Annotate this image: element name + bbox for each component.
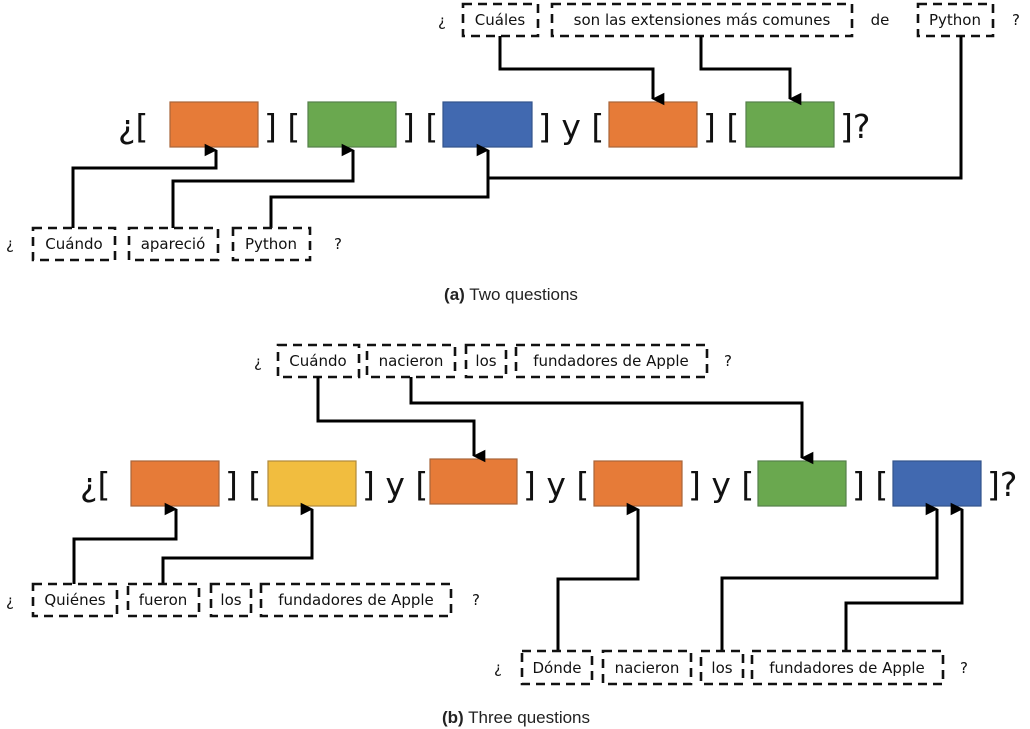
caption-a: (a) Two questions	[444, 285, 578, 304]
token-box	[464, 343, 508, 379]
template-b: ¿[ ] [ ] y [ ] y [ ] y [ ] [ ]?	[80, 458, 1017, 507]
arrow-python-top-to-slot	[488, 36, 963, 180]
arrow-donde-to-slot	[556, 502, 640, 651]
arrow-cuando-to-slot	[71, 143, 218, 228]
panel-b: ¿ Cuándo nacieron los fundadores de Appl…	[6, 343, 1017, 727]
token-nacieron: nacieron	[615, 659, 680, 677]
slot-orange	[169, 101, 259, 148]
question-a-bottom: ¿ Cuándo apareció Python ?	[6, 226, 342, 262]
template-a: ¿[ ] [ ] [ ] y [ ] [ ]?	[118, 101, 870, 148]
token-de: de	[871, 11, 890, 29]
template-sep: ] y [	[538, 107, 604, 146]
open-question-mark: ¿	[254, 353, 262, 371]
close-question-mark: ?	[960, 659, 968, 677]
slot-orange	[130, 460, 220, 507]
token-python: Python	[245, 235, 297, 253]
close-question-mark: ?	[724, 352, 732, 370]
caption-b-label: (b)	[442, 708, 464, 727]
token-cuando: Cuándo	[45, 235, 102, 253]
token-box	[520, 649, 594, 686]
token-fueron: fueron	[139, 591, 188, 609]
arrow-nacieron-to-slot	[409, 377, 814, 465]
arrow-fueron-to-slot	[161, 502, 314, 584]
arrow-fundadores-to-slot	[844, 502, 964, 651]
token-fundadores: fundadores de Apple	[533, 352, 689, 370]
arrow-cuales-to-slot	[498, 36, 665, 106]
token-box	[601, 649, 693, 686]
open-question-mark: ¿	[6, 235, 14, 253]
arrow-los-to-slot	[720, 502, 939, 651]
token-box	[750, 649, 945, 686]
slot-orange	[608, 101, 698, 148]
token-box	[514, 343, 709, 379]
token-son-las-extensiones: son las extensiones más comunes	[574, 11, 831, 29]
token-box	[461, 2, 540, 38]
token-box	[31, 582, 119, 618]
token-box	[209, 582, 253, 618]
template-open: ¿[	[80, 465, 110, 504]
token-nacieron: nacieron	[379, 352, 444, 370]
question-a-top: ¿ Cuáles son las extensiones más comunes…	[438, 2, 1020, 38]
token-box	[231, 226, 312, 262]
slot-yellow	[267, 460, 357, 507]
token-los: los	[220, 591, 241, 609]
question-b-bottom-right: ¿ Dónde nacieron los fundadores de Apple…	[494, 649, 968, 686]
token-fundadores: fundadores de Apple	[278, 591, 434, 609]
template-sep: ] [	[703, 107, 739, 146]
token-los: los	[711, 659, 732, 677]
token-box	[259, 582, 453, 618]
close-question-mark: ?	[1012, 11, 1020, 29]
token-box	[126, 582, 201, 618]
template-sep: ] [	[852, 465, 888, 504]
open-question-mark: ¿	[494, 659, 502, 677]
token-box	[31, 226, 117, 262]
caption-b: (b) Three questions	[442, 708, 590, 727]
template-close: ]?	[840, 107, 870, 146]
caption-b-text: Three questions	[468, 708, 590, 727]
template-sep: ] y [	[688, 465, 754, 504]
arrow-python-bottom-to-slot	[269, 143, 490, 228]
token-box	[127, 226, 220, 262]
arrow-aparecio-to-slot	[171, 143, 355, 228]
arrow-cuando-to-slot	[316, 377, 486, 463]
slot-blue	[892, 460, 982, 507]
token-box	[916, 2, 995, 38]
question-b-top: ¿ Cuándo nacieron los fundadores de Appl…	[254, 343, 732, 379]
slot-green	[757, 460, 847, 507]
open-question-mark: ¿	[6, 592, 14, 610]
arrow-extensiones-to-slot	[699, 36, 802, 106]
token-fundadores: fundadores de Apple	[769, 659, 925, 677]
template-sep: ] y [	[362, 465, 428, 504]
template-sep: ] [	[225, 465, 261, 504]
slot-orange	[429, 458, 518, 505]
token-cuando: Cuándo	[289, 352, 346, 370]
token-donde: Dónde	[533, 659, 582, 677]
template-sep: ] [	[402, 107, 438, 146]
token-python: Python	[929, 11, 981, 29]
caption-a-label: (a)	[444, 285, 465, 304]
template-sep: ] y [	[523, 465, 589, 504]
arrow-quienes-to-slot	[72, 502, 178, 584]
token-los: los	[475, 352, 496, 370]
token-quienes: Quiénes	[44, 591, 105, 609]
caption-a-text: Two questions	[469, 285, 578, 304]
template-close: ]?	[987, 465, 1017, 504]
slot-green	[745, 101, 835, 148]
open-question-mark: ¿	[438, 12, 446, 30]
slot-blue	[442, 101, 533, 148]
slot-green	[307, 101, 397, 148]
token-box	[699, 649, 745, 686]
slot-orange	[593, 460, 683, 507]
close-question-mark: ?	[334, 235, 342, 253]
question-b-bottom-left: ¿ Quiénes fueron los fundadores de Apple…	[6, 582, 480, 618]
token-aparecio: apareció	[141, 235, 206, 253]
template-sep: ] [	[264, 107, 300, 146]
panel-a: ¿ Cuáles son las extensiones más comunes…	[6, 2, 1020, 304]
token-cuales: Cuáles	[475, 11, 526, 29]
close-question-mark: ?	[472, 591, 480, 609]
template-open: ¿[	[118, 107, 148, 146]
